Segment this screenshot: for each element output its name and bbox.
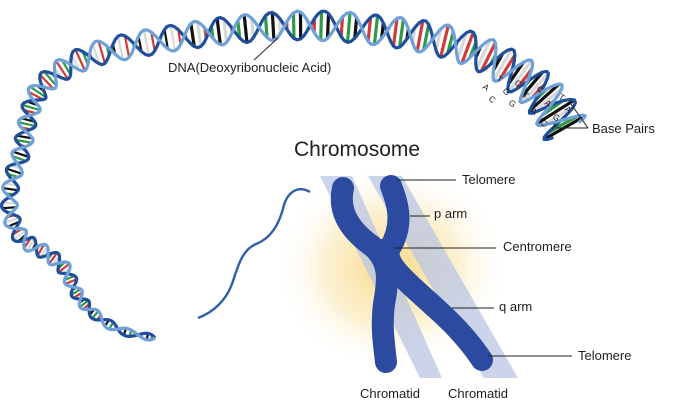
telomere-bottom-label: Telomere xyxy=(578,348,631,363)
base-pair-rung xyxy=(217,18,220,44)
base-pair-rung xyxy=(244,15,247,43)
chromatid-right-label: Chromatid xyxy=(448,386,508,401)
base-letter: G xyxy=(507,97,518,109)
base-pair-rung xyxy=(374,15,377,44)
dna-leader xyxy=(254,38,278,60)
q-arm-label: q arm xyxy=(499,299,532,314)
base-pairs-label: Base Pairs xyxy=(592,121,655,136)
base-pair-rung xyxy=(272,13,274,41)
telomere-top-label: Telomere xyxy=(462,172,515,187)
base-pair-rung xyxy=(171,25,175,50)
base-pair-rung xyxy=(327,14,328,39)
chromatid-left-label: Chromatid xyxy=(360,386,420,401)
dna-label: DNA(Deoxyribonucleic Acid) xyxy=(168,60,331,75)
p-arm-label: p arm xyxy=(434,206,467,221)
base-letter: C xyxy=(487,93,498,105)
chromosome-title: Chromosome xyxy=(294,138,420,161)
base-pair-rung xyxy=(348,12,350,42)
centromere-knot xyxy=(368,239,394,261)
base-pair-rung xyxy=(144,30,149,55)
base-pair-rung xyxy=(321,11,322,40)
centromere-label: Centromere xyxy=(503,239,572,254)
base-letter: A xyxy=(481,81,492,93)
base-letter: G xyxy=(501,85,512,97)
